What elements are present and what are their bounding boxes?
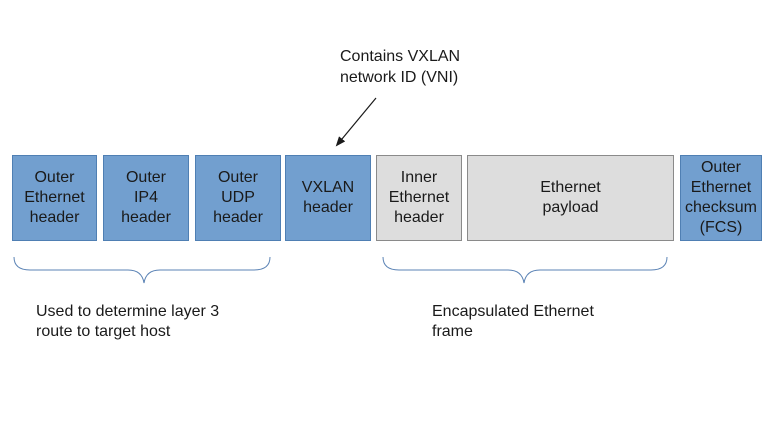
right-group-label: Encapsulated Ethernet frame xyxy=(432,303,594,340)
inner-ethernet-header-field: Inner Ethernet header xyxy=(376,155,462,241)
left-group-brace xyxy=(13,256,271,284)
vxlan-header-field: VXLAN header xyxy=(285,155,371,241)
outer-ethernet-checksum-field: Outer Ethernet checksum (FCS) xyxy=(680,155,762,241)
vni-callout-text: Contains VXLAN network ID (VNI) xyxy=(340,48,461,86)
outer-ethernet-header-field: Outer Ethernet header xyxy=(12,155,97,241)
ethernet-payload-field: Ethernet payload xyxy=(467,155,674,241)
right-group-brace xyxy=(382,256,668,284)
outer-ip4-header-field: Outer IP4 header xyxy=(103,155,189,241)
left-group-label: Used to determine layer 3 route to targe… xyxy=(36,303,220,340)
callout-arrow xyxy=(335,97,377,147)
outer-udp-header-field: Outer UDP header xyxy=(195,155,281,241)
